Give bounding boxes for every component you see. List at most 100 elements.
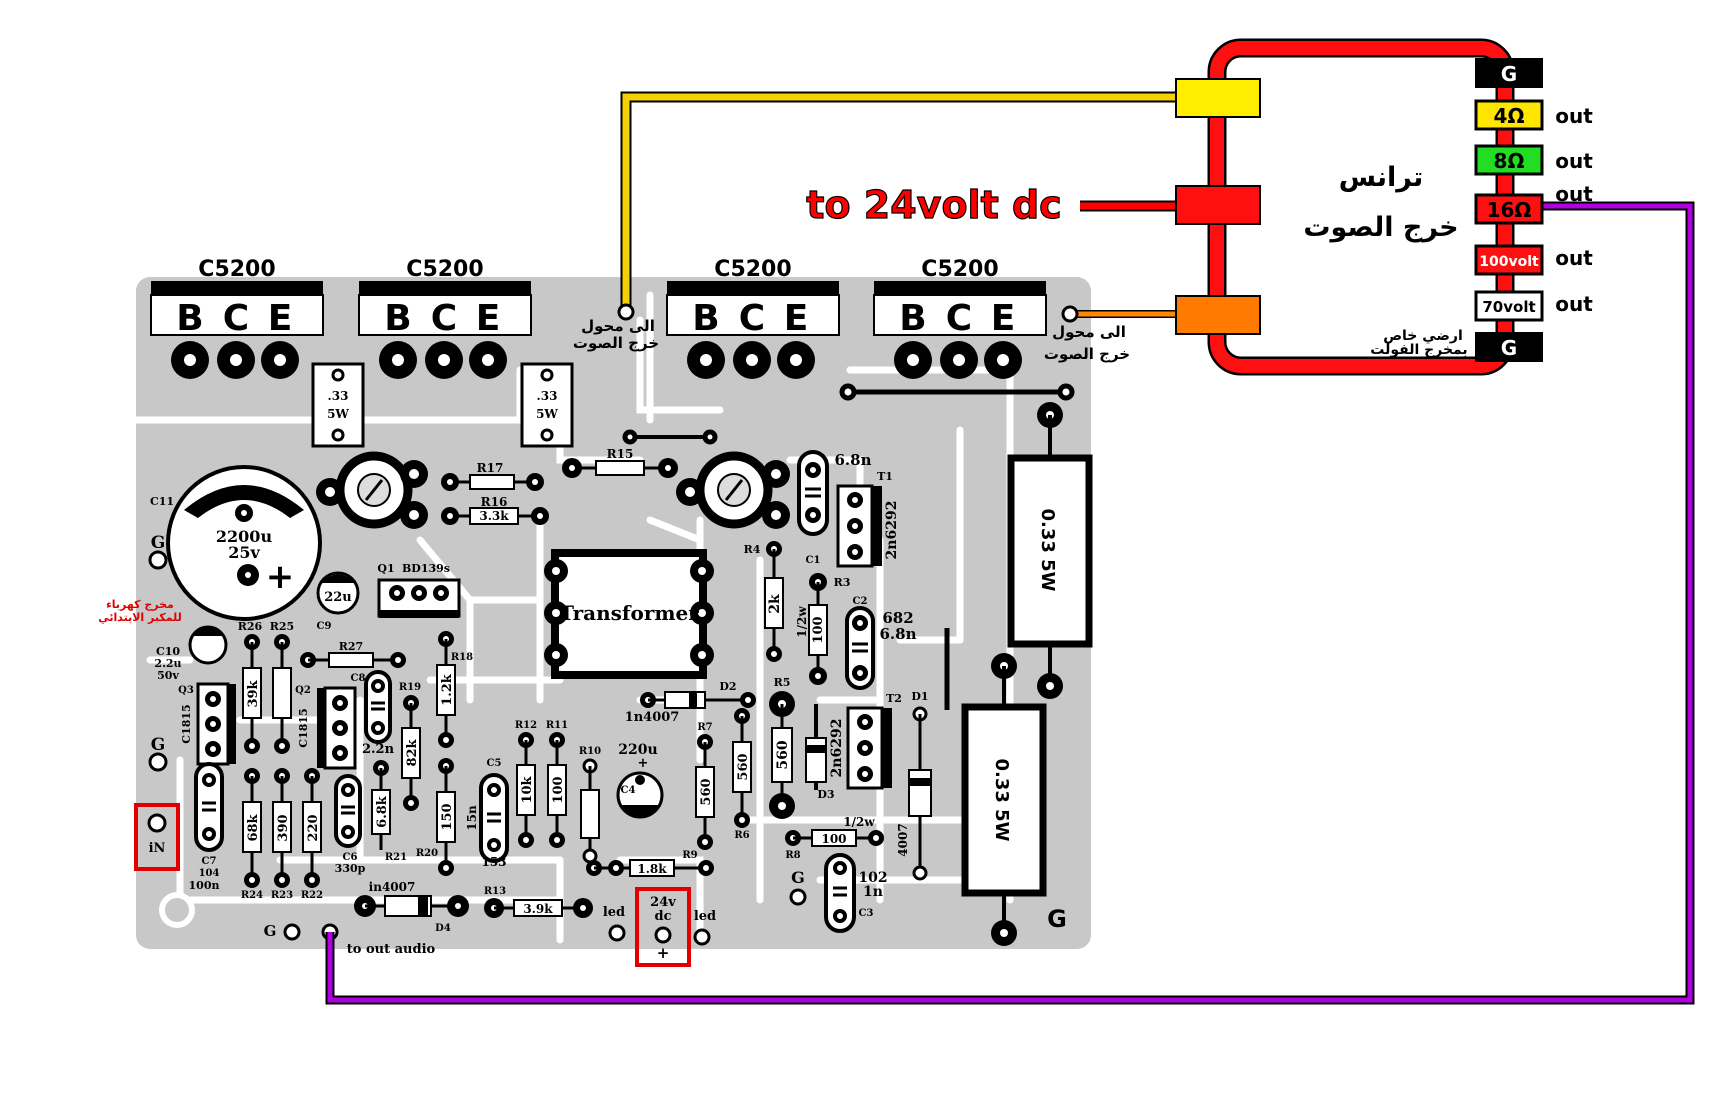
g-label: G [151, 735, 166, 755]
ground-note-1: ارضي خاص [1383, 328, 1463, 344]
c9-label: C9 [317, 621, 332, 632]
r3-label: R3 [834, 576, 851, 589]
resistor-r21: 6.8k R21 [371, 760, 407, 863]
tap-label: 70volt [1482, 298, 1535, 316]
to-out-audio: to out audio [347, 942, 436, 957]
pin-e: E [991, 298, 1016, 339]
resistor-r20: 150 R20 [416, 758, 456, 876]
r22-value: 220 [306, 814, 321, 841]
output-transformer: ترانس خرج الصوت [1175, 38, 1515, 376]
c10-value: 2.2u [154, 657, 181, 670]
pin-c: C [223, 298, 249, 339]
transistor-t2: T2 2n6292 [829, 692, 902, 790]
ground-pad-bottom: G [264, 922, 301, 941]
resistor-r17: R17 [441, 461, 544, 491]
dc-24v: 24v [650, 895, 676, 910]
tap-out: out [1555, 292, 1593, 316]
ground-note-2: بمخرج الفولت [1370, 342, 1467, 358]
transistor-model: C5200 [406, 257, 483, 282]
r20-value: 150 [440, 803, 455, 830]
pin-e: E [784, 298, 809, 339]
capacitor-c2: C2 682 6.8n [845, 596, 917, 690]
capacitor-c9: 22u C9 [316, 571, 360, 632]
resistor-r23: 390 R23 [271, 768, 293, 901]
r24-value: 68k [246, 813, 261, 841]
c1-value: 6.8n [834, 451, 871, 469]
d1-label: D1 [911, 690, 928, 703]
tap-out: out [1555, 246, 1593, 270]
r22-label: R22 [301, 890, 323, 901]
resistor-r7: R7 560 [695, 722, 715, 850]
c2-label: C2 [853, 596, 868, 607]
tap-out: out [1555, 104, 1593, 128]
pin-b: B [692, 298, 719, 339]
d4-label: D4 [435, 923, 451, 934]
g-label: G [264, 922, 277, 940]
pin-b: B [176, 298, 203, 339]
r26-label: R26 [238, 620, 263, 633]
q2-label: Q2 [295, 685, 311, 696]
c7-label: C7 [202, 856, 217, 867]
r21-value: 6.8k [375, 795, 390, 828]
capacitor-c11: + 2200u 25v C11 [150, 465, 322, 621]
note-line2: للمكبر الابتدائي [98, 611, 182, 624]
transformer-title-2: خرج الصوت [1303, 212, 1458, 243]
resistor-r13: R13 3.9k [484, 886, 593, 918]
resistor-value: 0.33 5W [991, 758, 1012, 841]
resistor-r6: 560 R6 [732, 708, 752, 841]
r8-power: 1/2w [843, 815, 875, 829]
c10-label: C10 [156, 645, 180, 658]
c8-value: 2.2n [362, 742, 395, 757]
c9-value: 22u [324, 590, 352, 605]
r19-label: R19 [399, 682, 421, 693]
c6-label: C6 [343, 852, 358, 863]
tap-label: G [1501, 62, 1517, 86]
to-transformer-note-left: الى محول خرج الصوت [573, 317, 659, 352]
resistor-r22: 220 R22 [301, 768, 323, 901]
resistor-power: 5W [327, 407, 349, 421]
capacitor-c4: 220u + C4 [616, 742, 664, 819]
capacitor-c5: C5 15n 153 [465, 758, 509, 869]
r23-label: R23 [271, 890, 293, 901]
transformer-title-1: ترانس [1339, 162, 1424, 193]
d2-label: D2 [719, 680, 736, 693]
pin-c: C [739, 298, 765, 339]
r18-value: 1.2k [440, 673, 455, 706]
resistor-power: 5W [536, 407, 558, 421]
in-label: iN [149, 841, 166, 856]
resistor-r25: R25 [270, 620, 294, 754]
c8-label: C8 [351, 673, 366, 684]
capacitor-c6: C6 330p [334, 774, 366, 875]
emitter-resistor-1: .33 5W [311, 362, 365, 448]
resistor-r27: R27 [300, 640, 406, 668]
pin-c: C [946, 298, 972, 339]
pin-b: B [384, 298, 411, 339]
resistor-r12: R12 10k [515, 720, 537, 848]
dc-dc: dc [654, 909, 671, 924]
pin-e: E [268, 298, 293, 339]
diode-d2: D2 1n4007 [625, 680, 756, 725]
c2-value-2: 6.8n [879, 625, 916, 643]
to-24v-dc-label: to 24volt dc [806, 183, 1061, 227]
led-pad-left: led [603, 905, 626, 942]
c7-value-2: 100n [189, 879, 220, 892]
c10-voltage: 50v [157, 669, 179, 682]
r8-value: 100 [821, 832, 846, 846]
transformer-label: Transformer [559, 601, 699, 625]
resistor-value: .33 [537, 389, 558, 403]
c6-value: 330p [335, 862, 366, 875]
tap-label: 4Ω [1494, 104, 1525, 128]
resistor-r8: 100 1/2w R8 [785, 815, 884, 861]
q3-model: C1815 [180, 704, 193, 743]
r7-value: 560 [699, 778, 714, 805]
r7-label: R7 [697, 722, 712, 733]
r21-label: R21 [385, 852, 407, 863]
transistor-model: C5200 [714, 257, 791, 282]
tap-8ohm: 8Ω out [1474, 144, 1593, 176]
resistor-value: 0.33 5W [1037, 508, 1058, 591]
capacitor-c8: C8 2.2n [351, 670, 395, 757]
trimmer-potentiometer-2 [676, 451, 790, 529]
c3-value: 102 [858, 870, 887, 886]
tap-g-top: G [1475, 58, 1543, 88]
